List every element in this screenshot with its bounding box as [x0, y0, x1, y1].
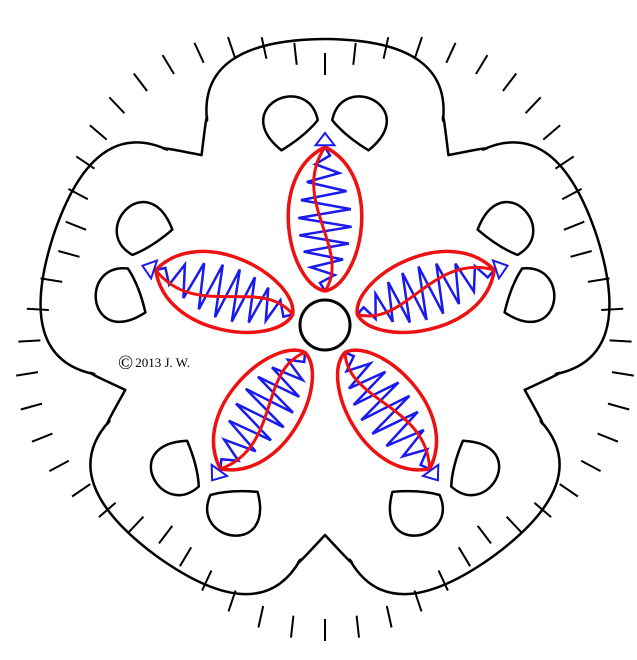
- picot: [195, 43, 204, 63]
- picot: [588, 278, 610, 282]
- inner-ring: [332, 96, 387, 150]
- picot: [598, 434, 618, 442]
- picot: [415, 37, 422, 58]
- join-picot: [316, 133, 335, 145]
- copyright-notice: ©2013 J. W.: [118, 355, 190, 371]
- picot: [32, 434, 52, 442]
- inner-ring: [207, 491, 260, 536]
- inner-ring: [451, 441, 499, 495]
- inner-ring: [263, 96, 318, 150]
- inner-ring: [96, 268, 146, 322]
- picot: [58, 251, 79, 257]
- picot: [357, 616, 359, 638]
- picot: [27, 309, 49, 310]
- picot: [180, 547, 191, 566]
- picot: [507, 517, 522, 533]
- picot: [128, 517, 143, 533]
- picot: [560, 484, 578, 496]
- picot: [294, 43, 296, 65]
- picot: [571, 251, 592, 257]
- picot: [384, 37, 389, 59]
- petal: [156, 251, 293, 332]
- picot: [543, 125, 560, 139]
- inner-ring: [151, 441, 199, 495]
- inner-ring: [505, 268, 555, 322]
- picot: [134, 74, 147, 92]
- copyright-symbol: ©: [118, 352, 133, 374]
- picot: [526, 97, 541, 113]
- petal-thread: [156, 263, 293, 322]
- petal-thread: [345, 353, 430, 470]
- picot: [21, 404, 42, 410]
- center-ring: [300, 300, 350, 350]
- picot: [353, 43, 355, 65]
- copyright-text: 2013 J. W.: [135, 355, 190, 370]
- petal: [213, 350, 312, 470]
- picot: [18, 340, 40, 341]
- picot: [262, 37, 267, 59]
- inner-ring: [478, 202, 534, 255]
- petal-thread: [298, 147, 351, 291]
- picot: [610, 340, 632, 341]
- join-picot: [493, 261, 508, 279]
- picot: [476, 55, 487, 74]
- picot: [601, 309, 623, 310]
- picot: [72, 484, 90, 496]
- picot: [478, 526, 491, 544]
- picot: [459, 547, 470, 566]
- picot: [109, 97, 124, 113]
- picot: [387, 606, 392, 628]
- picot: [228, 37, 235, 58]
- picot: [159, 526, 172, 544]
- inner-ring: [117, 202, 173, 255]
- picot: [291, 616, 293, 638]
- picot: [49, 461, 68, 471]
- picot: [612, 372, 634, 376]
- inner-ring: [390, 491, 443, 536]
- picot: [581, 461, 600, 471]
- picot: [90, 125, 107, 139]
- picot: [41, 278, 63, 282]
- picot: [503, 74, 516, 92]
- picot: [163, 55, 174, 74]
- petal-thread: [220, 353, 305, 470]
- picot: [564, 222, 584, 230]
- picot: [66, 222, 86, 230]
- picot: [16, 372, 38, 376]
- picot: [258, 606, 263, 628]
- join-picot: [142, 261, 157, 279]
- picot: [608, 404, 629, 410]
- picot: [446, 43, 455, 63]
